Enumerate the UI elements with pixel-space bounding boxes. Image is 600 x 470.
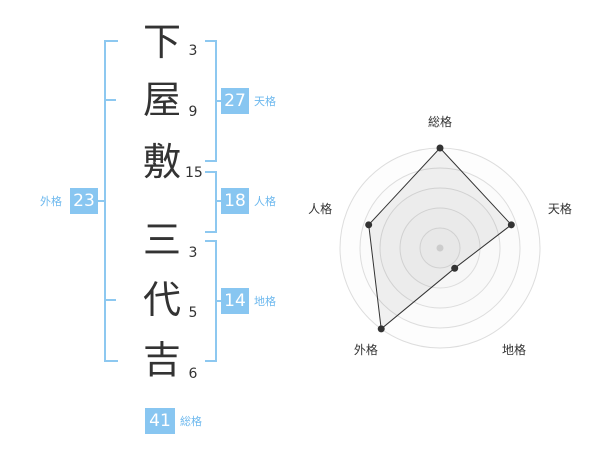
chikaku-label: 地格 bbox=[254, 295, 276, 308]
gaikaku-inner-tick-bottom bbox=[104, 299, 116, 301]
stroke-count-3: 15 bbox=[185, 165, 203, 181]
radar-axis-label: 地格 bbox=[502, 342, 526, 357]
stroke-count-4: 3 bbox=[188, 245, 198, 261]
name-char-4: 三 bbox=[142, 218, 181, 262]
soukaku-label: 総格 bbox=[180, 415, 202, 428]
gaikaku-inner-tick-top bbox=[104, 99, 116, 101]
jinkaku-bracket bbox=[205, 171, 217, 233]
stroke-count-2: 9 bbox=[188, 104, 198, 120]
radar-ring bbox=[399, 207, 481, 289]
stroke-count-5: 5 bbox=[188, 305, 198, 321]
jinkaku-badge: 18 bbox=[221, 188, 249, 214]
name-char-1: 下 bbox=[142, 20, 181, 64]
radar-ring bbox=[339, 147, 541, 349]
radar-point bbox=[507, 221, 515, 229]
radar-point bbox=[451, 264, 459, 272]
radar-point bbox=[365, 221, 373, 229]
radar-point bbox=[436, 144, 444, 152]
radar-ring bbox=[359, 167, 521, 329]
gaikaku-label: 外格 bbox=[40, 195, 62, 208]
jinkaku-label: 人格 bbox=[254, 195, 276, 208]
tenkaku-label: 天格 bbox=[254, 95, 276, 108]
gaikaku-badge: 23 bbox=[70, 188, 98, 214]
soukaku-badge: 41 bbox=[145, 408, 175, 434]
gaikaku-bracket bbox=[104, 40, 118, 362]
radar-center-dot bbox=[436, 244, 444, 252]
stroke-count-1: 3 bbox=[188, 43, 198, 59]
radar-ring bbox=[379, 187, 501, 309]
stroke-count-6: 6 bbox=[188, 366, 198, 382]
chikaku-badge: 14 bbox=[221, 288, 249, 314]
radar-axis-label: 天格 bbox=[548, 201, 572, 216]
radar-axis-label: 総格 bbox=[428, 114, 452, 129]
tenkaku-connector bbox=[215, 100, 221, 102]
radar-axis-label: 外格 bbox=[354, 342, 378, 357]
tenkaku-badge: 27 bbox=[221, 88, 249, 114]
name-char-2: 屋 bbox=[142, 78, 181, 122]
name-char-6: 吉 bbox=[142, 338, 181, 382]
name-char-3: 敷 bbox=[142, 140, 181, 184]
chikaku-connector bbox=[215, 300, 221, 302]
jinkaku-connector bbox=[215, 200, 221, 202]
radar-ring bbox=[419, 227, 461, 269]
radar-point bbox=[377, 325, 385, 333]
radar-axis-label: 人格 bbox=[308, 201, 332, 216]
gaikaku-connector bbox=[98, 200, 104, 202]
name-char-5: 代 bbox=[142, 278, 181, 322]
radar-value-polygon bbox=[368, 147, 513, 330]
